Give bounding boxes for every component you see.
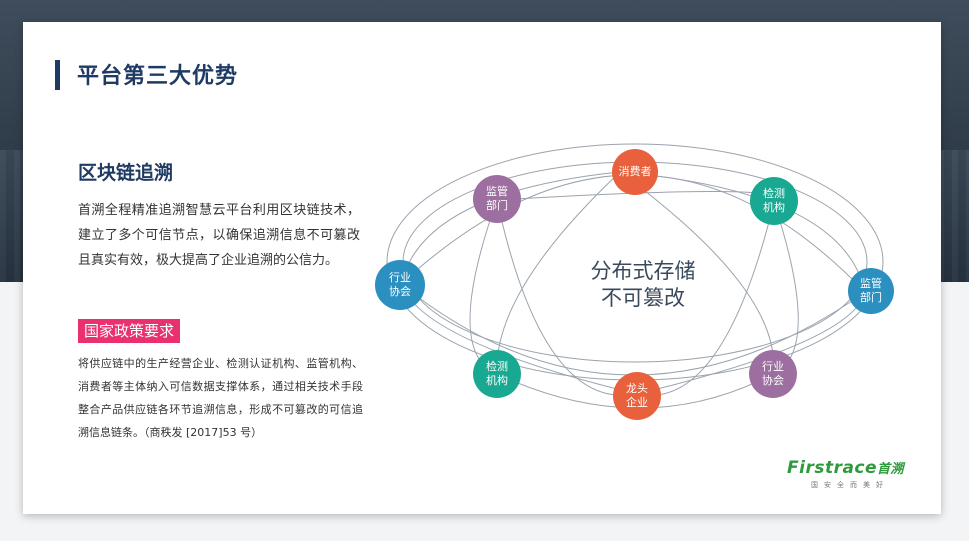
node-association-right[interactable]: 行业 协会 [749,350,797,398]
node-inspection-left[interactable]: 检测 机构 [473,350,521,398]
center-line-1: 分布式存储 [590,259,696,283]
logo-brand-cn: 首溯 [877,462,905,477]
brand-logo: Firstrace首溯 国安全而美好 [787,458,927,490]
logo-tagline: 国安全而美好 [811,481,889,489]
section-title: 区块链追溯 [78,162,174,184]
node-association-left[interactable]: 行业 协会 [375,260,425,310]
policy-paragraph: 将供应链中的生产经营企业、检测认证机构、监管机构、消费者等主体纳入可信数据支撑体… [78,357,363,439]
link-arc [772,201,799,375]
node-inspection-right[interactable]: 检测 机构 [750,177,798,225]
logo-brand: Firstrace [787,458,878,478]
node-regulator-right[interactable]: 监管 部门 [848,268,894,314]
node-leading-enterprise[interactable]: 龙头 企业 [613,372,661,420]
node-consumer[interactable]: 消费者 [612,149,658,195]
center-label: 分布式存储 不可篡改 [523,258,763,312]
slide-card: 平台第三大优势 区块链追溯 首溯全程精准追溯智慧云平台利用区块链技术，建立了多个… [23,22,941,514]
network-diagram [386,143,884,409]
slide-title: 平台第三大优势 [77,64,239,89]
center-line-2: 不可篡改 [601,286,685,310]
policy-tag: 国家政策要求 [78,319,181,343]
node-regulator-left[interactable]: 监管 部门 [473,175,521,223]
section-paragraph: 首溯全程精准追溯智慧云平台利用区块链技术，建立了多个可信节点，以确保追溯信息不可… [78,203,360,268]
title-accent-bar [55,60,60,90]
link-arc [469,199,498,375]
